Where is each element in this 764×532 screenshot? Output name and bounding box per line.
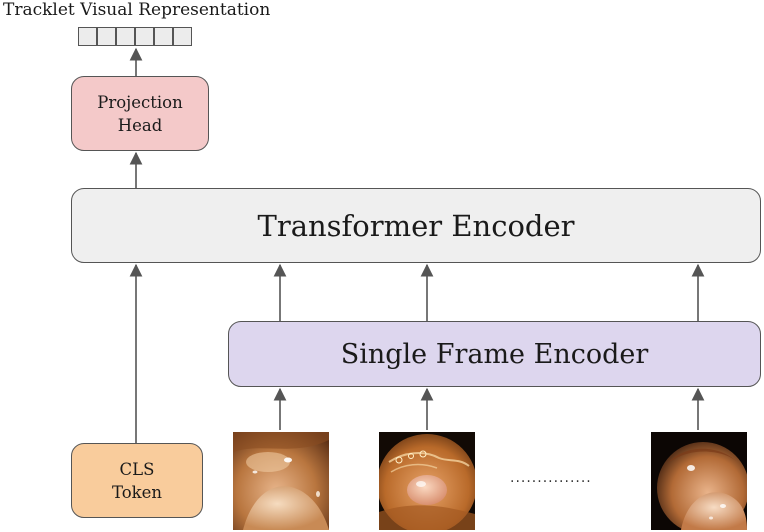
frame-sequence-ellipsis: ............... xyxy=(510,470,592,486)
projection-head-label-line1: Projection xyxy=(97,92,183,112)
frame-image-1 xyxy=(233,432,329,530)
output-token-cell xyxy=(173,27,192,46)
projection-head-box: Projection Head xyxy=(71,76,209,151)
output-token-cell xyxy=(116,27,135,46)
projection-head-label-line2: Head xyxy=(117,115,163,135)
cls-token-label-line1: CLS xyxy=(119,459,155,479)
transformer-encoder-label: Transformer Encoder xyxy=(257,208,575,243)
frame-image-2 xyxy=(379,432,475,530)
transformer-encoder-box: Transformer Encoder xyxy=(71,188,761,263)
cls-token-box: CLS Token xyxy=(71,443,203,518)
single-frame-encoder-label: Single Frame Encoder xyxy=(340,338,649,370)
output-token-cell xyxy=(154,27,173,46)
frame-image-3 xyxy=(651,432,747,530)
output-token-cell xyxy=(135,27,154,46)
single-frame-encoder-box: Single Frame Encoder xyxy=(228,321,761,387)
cls-token-label-line2: Token xyxy=(111,482,163,502)
output-token-cell xyxy=(97,27,116,46)
output-token-cell xyxy=(78,27,97,46)
output-title: Tracklet Visual Representation xyxy=(3,0,271,20)
